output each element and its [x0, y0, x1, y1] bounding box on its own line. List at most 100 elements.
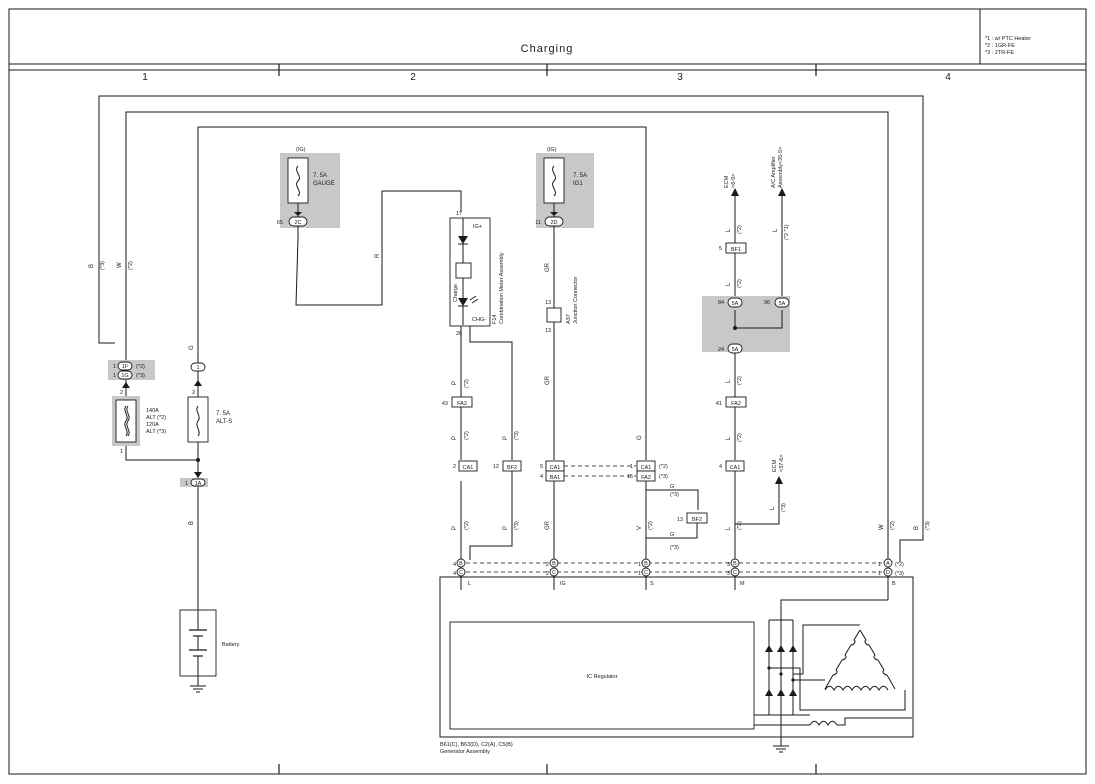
svg-text:C: C	[644, 570, 648, 576]
svg-text:140A: 140A	[146, 408, 159, 414]
svg-text:3: 3	[727, 562, 730, 568]
svg-text:1: 1	[638, 562, 641, 568]
svg-text:12: 12	[493, 464, 499, 470]
svg-text:<6-9>: <6-9>	[731, 174, 737, 188]
svg-text:A/C Amplifier: A/C Amplifier	[771, 156, 777, 188]
svg-text:(*3): (*3)	[514, 431, 520, 440]
svg-text:ALT (*3): ALT (*3)	[146, 429, 166, 435]
svg-text:43: 43	[442, 401, 448, 407]
generator-assembly: L IG S M B IC Regulator	[439, 576, 914, 755]
svg-text:5: 5	[719, 246, 722, 252]
svg-text:BF1: BF1	[731, 247, 741, 253]
svg-text:65: 65	[277, 220, 283, 226]
svg-text:BF2: BF2	[507, 465, 517, 471]
generator-terminals: 4 B 4 C 2 B 2 C 1 B 1 C 3 B 3 C 1 A (*2)…	[453, 558, 904, 577]
svg-text:F14: F14	[492, 315, 498, 324]
fusible-link-connectors: 1 1F (*2) 1 1G (*3)	[108, 360, 155, 380]
battery: Battery	[179, 609, 240, 677]
svg-text:Combination Meter Assembly: Combination Meter Assembly	[499, 252, 505, 324]
junction-block-5a: 84 5A 96 5A 24 5A	[702, 296, 790, 354]
note-1: *1 : w/ PTC Heater	[985, 36, 1031, 42]
conn-bf2-lower: 13 BF2	[677, 512, 708, 524]
svg-text:17: 17	[456, 211, 462, 217]
svg-text:Assembly<35-5>: Assembly<35-5>	[778, 147, 784, 188]
svg-text:P: P	[452, 526, 458, 530]
svg-text:W: W	[879, 524, 885, 530]
svg-text:7. 5A: 7. 5A	[573, 173, 587, 179]
svg-text:1F: 1F	[122, 364, 129, 370]
svg-text:V: V	[637, 526, 643, 530]
svg-text:ECM: ECM	[772, 459, 778, 472]
svg-text:(*2): (*2)	[464, 431, 470, 440]
svg-text:M: M	[740, 581, 745, 587]
conn-fa2-right: 41 FA2	[716, 396, 747, 408]
svg-text:A: A	[886, 561, 890, 567]
conn-bf1: 5 BF1	[719, 242, 747, 254]
svg-text:2: 2	[453, 464, 456, 470]
svg-text:FA2: FA2	[731, 401, 741, 407]
svg-text:FA2: FA2	[457, 401, 467, 407]
wire-r	[295, 190, 462, 306]
conn-1a: 1 1A	[180, 478, 208, 487]
svg-text:B: B	[89, 264, 95, 268]
svg-text:41: 41	[716, 401, 722, 407]
svg-text:CA1: CA1	[730, 465, 741, 471]
wire-b-main	[98, 95, 924, 562]
svg-text:(*2): (*2)	[890, 521, 896, 530]
svg-text:IG1: IG1	[573, 181, 583, 187]
connector-g-top: 1	[190, 362, 206, 372]
svg-text:(*3): (*3)	[925, 521, 931, 530]
svg-text:15: 15	[627, 474, 633, 480]
svg-text:(*2): (*2)	[737, 279, 743, 288]
svg-text:(*2): (*2)	[737, 433, 743, 442]
svg-text:L: L	[468, 581, 471, 587]
svg-text:1G: 1G	[121, 373, 128, 379]
svg-text:2: 2	[120, 390, 123, 396]
svg-text:2: 2	[192, 390, 195, 396]
svg-text:4: 4	[453, 562, 456, 568]
svg-text:L: L	[726, 228, 732, 232]
svg-text:G: G	[189, 345, 195, 350]
svg-text:D: D	[886, 570, 890, 576]
svg-text:1: 1	[630, 464, 633, 470]
svg-text:B: B	[552, 561, 556, 567]
ecm-6-9: ECM <6-9>	[724, 174, 739, 196]
svg-text:1A: 1A	[195, 481, 202, 487]
svg-text:W: W	[117, 262, 123, 268]
svg-text:S: S	[650, 581, 654, 587]
svg-text:B: B	[914, 526, 920, 530]
svg-text:(*3): (*3)	[670, 545, 679, 551]
svg-text:(*3): (*3)	[136, 373, 145, 379]
svg-text:(*3): (*3)	[670, 492, 679, 498]
svg-text:CHG-: CHG-	[472, 317, 486, 323]
svg-text:P: P	[452, 436, 458, 440]
conn-fa2-left: 43 FA2	[442, 396, 473, 408]
svg-text:2D: 2D	[550, 220, 557, 226]
svg-text:GR: GR	[545, 262, 551, 272]
column-1: 1	[142, 72, 148, 83]
svg-text:5A: 5A	[732, 301, 739, 307]
page-title: Charging	[521, 43, 574, 55]
svg-text:24: 24	[718, 347, 724, 353]
note-2: *2 : 1GR-FE	[985, 43, 1015, 49]
stator-winding	[769, 624, 906, 711]
svg-text:1: 1	[196, 365, 199, 371]
svg-text:P: P	[503, 526, 509, 530]
svg-text:B: B	[892, 581, 896, 587]
svg-text:C: C	[459, 570, 463, 576]
svg-text:3: 3	[727, 571, 730, 577]
svg-text:(IG): (IG)	[547, 147, 557, 153]
field-coil	[754, 717, 912, 726]
svg-text:7. 5A: 7. 5A	[313, 173, 327, 179]
ic-regulator-label: IC Regulator	[587, 674, 618, 680]
svg-text:(IG): (IG)	[296, 147, 306, 153]
svg-text:B: B	[459, 561, 463, 567]
svg-text:<37-6>: <37-6>	[779, 455, 785, 472]
svg-text:(*2 *1): (*2 *1)	[784, 224, 790, 240]
svg-text:1: 1	[120, 449, 123, 455]
svg-text:7. 5A: 7. 5A	[216, 411, 230, 417]
generator-ground-icon	[773, 715, 789, 753]
svg-text:G: G	[670, 484, 674, 490]
svg-text:1: 1	[113, 373, 116, 379]
